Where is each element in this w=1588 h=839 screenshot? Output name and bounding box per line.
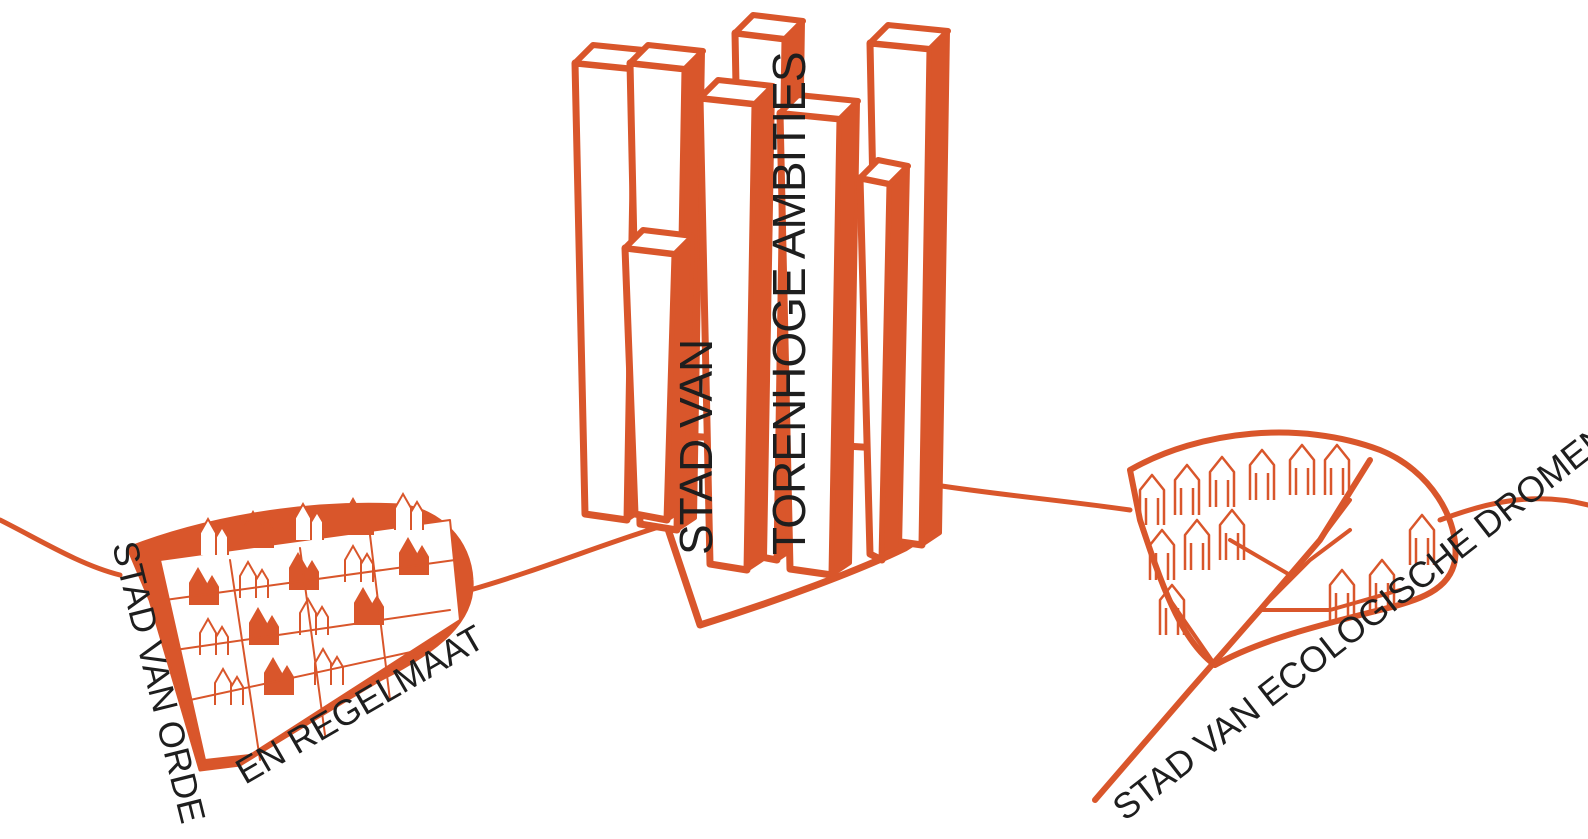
eco-house-icon [1175,465,1199,515]
eco-house-icon [1185,520,1209,570]
house-icon [395,494,423,530]
leaf-city-icon [1095,433,1456,800]
eco-house-icon [1140,475,1164,525]
towers-label-line1: STAD VAN [670,340,722,555]
eco-house-icon [1220,510,1244,560]
tower-icon [860,160,908,560]
eco-house-icon [1210,457,1234,507]
towers-label-line2: TORENHOGE AMBITIES [763,52,815,555]
eco-house-icon [1325,445,1349,495]
eco-house-icon [1250,450,1274,500]
eco-house-icon [1290,445,1314,495]
